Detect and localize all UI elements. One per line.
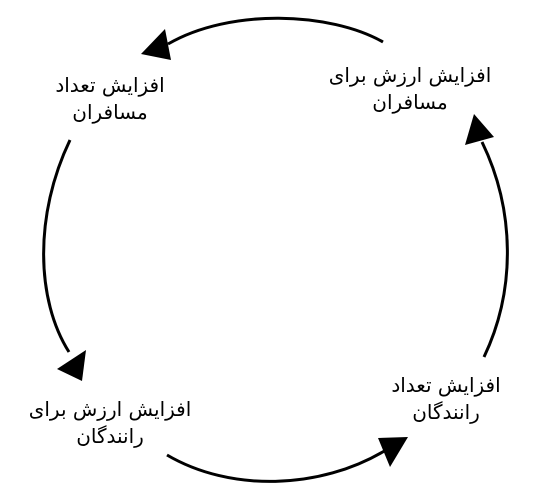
node-value-for-drivers-line-2: رانندگان — [76, 424, 144, 448]
arrow-arc-bottom — [166, 448, 387, 483]
arrowhead-right — [465, 114, 494, 145]
node-more-passengers: افزایش تعداد مسافران — [0, 72, 220, 126]
arrow-arc-top — [167, 16, 384, 46]
node-more-drivers: افزایش تعداد رانندگان — [336, 372, 551, 426]
node-more-drivers-line-1: افزایش تعداد — [391, 373, 501, 397]
node-value-for-passengers-line-1: افزایش ارزش برای — [328, 63, 492, 87]
node-value-for-passengers: افزایش ارزش برای مسافران — [300, 62, 520, 116]
node-more-passengers-line-1: افزایش تعداد — [55, 73, 165, 97]
arrow-arc-left — [42, 139, 72, 353]
arrowhead-top — [141, 29, 171, 60]
node-value-for-drivers: افزایش ارزش برای رانندگان — [0, 396, 220, 450]
node-more-passengers-line-2: مسافران — [72, 100, 148, 124]
arrowhead-left — [57, 350, 86, 381]
node-more-drivers-line-2: رانندگان — [412, 400, 480, 424]
arrowhead-bottom — [378, 437, 408, 467]
arrow-arc-right — [480, 141, 509, 358]
node-value-for-drivers-line-1: افزایش ارزش برای — [28, 397, 192, 421]
node-value-for-passengers-line-2: مسافران — [372, 90, 448, 114]
